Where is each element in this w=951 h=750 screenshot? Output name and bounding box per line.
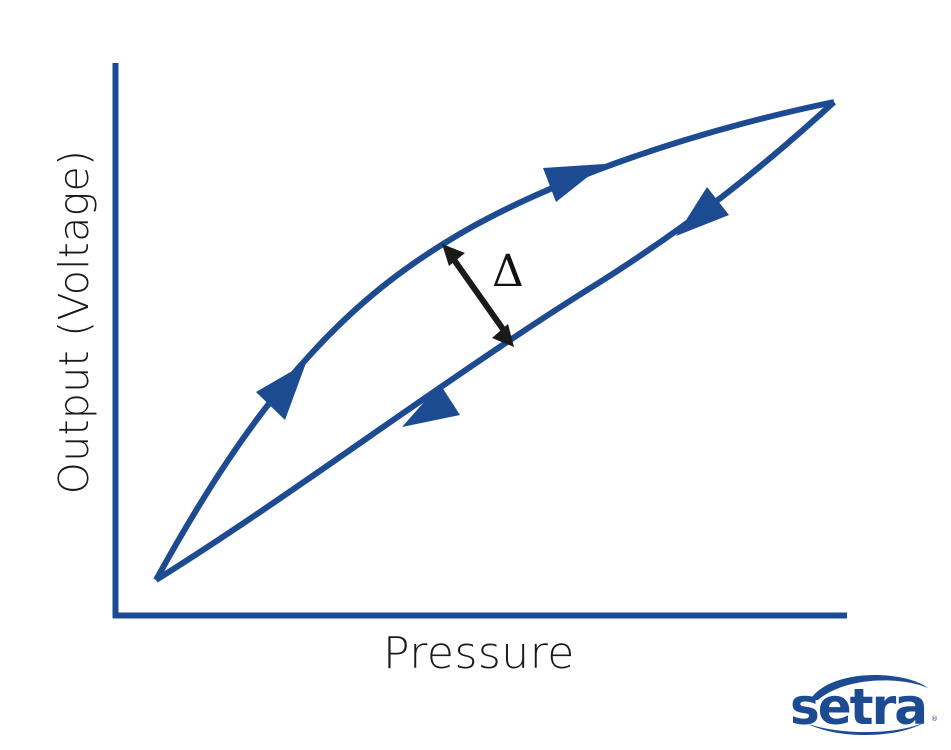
arrow-down-left-icon bbox=[676, 187, 729, 236]
arrow-up-icon bbox=[256, 363, 306, 420]
y-axis-label: Output (Voltage) bbox=[50, 149, 98, 495]
arrow-right-icon bbox=[543, 164, 604, 202]
logo-text: setra bbox=[790, 678, 928, 736]
registered-mark: ® bbox=[931, 715, 938, 723]
x-axis-label: Pressure bbox=[383, 628, 575, 679]
upper-curve-increasing bbox=[153, 99, 835, 582]
logo-swoosh-lower bbox=[808, 722, 925, 736]
logo-swoosh bbox=[810, 675, 928, 700]
setra-logo: setra ® bbox=[786, 672, 946, 744]
delta-arrow bbox=[442, 244, 514, 347]
lower-line-decreasing bbox=[154, 99, 837, 583]
arrow-down-left-icon-lower bbox=[402, 384, 460, 427]
delta-label: Δ bbox=[492, 246, 524, 297]
delta-arrowhead-top-icon bbox=[442, 244, 465, 266]
delta-arrowhead-bottom-icon bbox=[492, 324, 514, 347]
axes bbox=[112, 63, 847, 619]
